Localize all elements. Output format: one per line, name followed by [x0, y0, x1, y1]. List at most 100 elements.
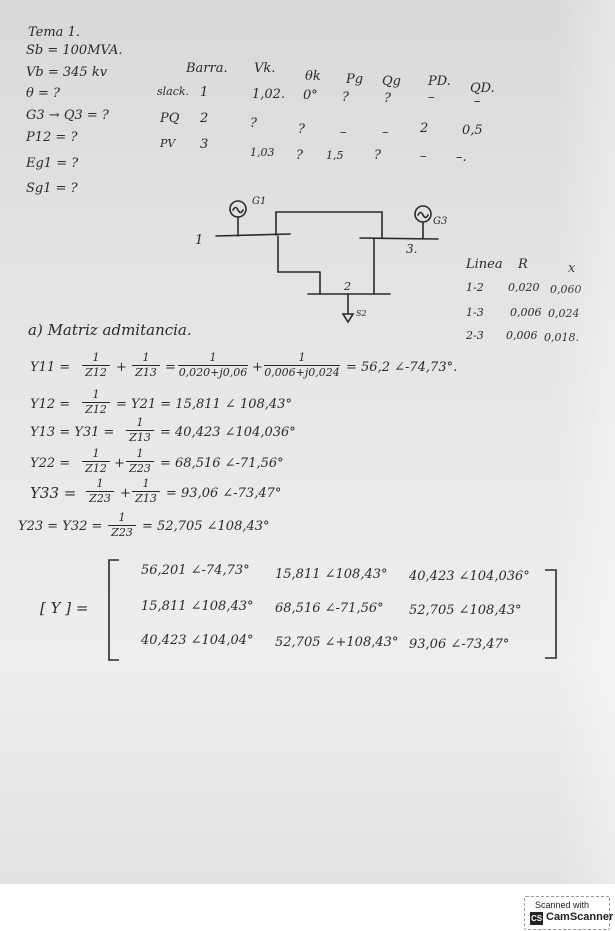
line-table-header: Linea — [466, 257, 503, 272]
bus-table-header: Barra. — [186, 61, 228, 76]
matrix-label: [ Y ] = — [40, 599, 89, 617]
bus-cell: ? — [298, 122, 305, 137]
eq5-result: = 93,06 ∠-73,47° — [166, 486, 282, 501]
bus-cell: ? — [250, 116, 257, 131]
eq5-operator: + — [120, 486, 131, 501]
bus-cell: 1,02. — [252, 87, 286, 102]
bus-3-bar — [359, 237, 439, 240]
matrix-cell: 40,423 ∠104,04° — [141, 633, 254, 648]
bus-cell: 1,03 — [250, 146, 275, 159]
bus-cell: ? — [374, 148, 381, 163]
bus-cell: 2 — [420, 121, 429, 136]
eq4-result: = 68,516 ∠-71,56° — [160, 456, 284, 471]
line-table-cell: 1-3 — [466, 306, 484, 319]
eq1-operator: = — [165, 360, 176, 375]
line-table-cell: 0,020 — [508, 281, 540, 294]
bus-number: 2 — [200, 111, 209, 126]
bus-number: 3 — [200, 137, 209, 152]
eq3-lhs: Y13 = Y31 = — [30, 425, 115, 440]
gen3-label: G3 — [433, 216, 447, 227]
generator-3-wave-icon — [417, 211, 429, 219]
line-table-cell: 0,060 — [550, 283, 582, 296]
eq4-lhs: Y22 = — [30, 456, 71, 471]
given-line: Sg1 = ? — [26, 181, 78, 196]
gen1-label: G1 — [252, 196, 266, 207]
single-line-diagram: G1 G3 1 2 3. S2 — [195, 196, 447, 324]
given-line: P12 = ? — [26, 130, 78, 145]
matrix-cell: 52,705 ∠108,43° — [409, 603, 522, 618]
bus-table-header: Pg — [346, 72, 364, 87]
line-table-cell: 0,006 — [510, 306, 542, 319]
given-line: Sb = 100MVA. — [26, 43, 123, 58]
notebook-page: Tema 1. Sb = 100MVA. Vb = 345 kv θ = ? G… — [0, 0, 615, 884]
bus-number: 1 — [200, 85, 209, 100]
line-table-cell: 2-3 — [466, 329, 484, 342]
bus-cell: ? — [342, 90, 349, 105]
bus2-label: 2 — [343, 280, 351, 293]
bus-type: PQ — [160, 111, 180, 126]
given-line: G3 → Q3 = ? — [26, 108, 109, 123]
section-a-title: a) Matriz admitancia. — [28, 321, 192, 339]
matrix-cell: 52,705 ∠+108,43° — [275, 635, 399, 650]
bus-table-header: PD. — [428, 74, 451, 89]
bus-1-bar — [215, 233, 291, 237]
eq2-result: = Y21 = 15,811 ∠ 108,43° — [116, 397, 292, 412]
line-table-cell: 0,006 — [506, 329, 538, 342]
bus-table-header: θk — [305, 69, 321, 84]
eq3-result: = 40,423 ∠104,036° — [160, 425, 296, 440]
line-table-header: x — [568, 261, 576, 276]
given-line: θ = ? — [26, 86, 60, 101]
matrix-cell: 15,811 ∠108,43° — [275, 567, 388, 582]
bus-cell: – — [382, 125, 389, 140]
given-line: Eg1 = ? — [26, 156, 79, 171]
bus-cell: 1,5 — [326, 149, 344, 162]
bus1-label: 1 — [195, 233, 203, 248]
line-table-cell: 1-2 — [466, 281, 484, 294]
eq1-operator: + — [116, 360, 127, 375]
bus-cell: –. — [456, 150, 467, 165]
camscanner-watermark: Scanned with CS CamScanner — [524, 896, 614, 930]
eq4-operator: + — [114, 456, 125, 471]
load-arrow-icon — [341, 313, 355, 324]
line-table-cell: 0,024 — [548, 307, 580, 320]
admittance-matrix: 56,201 ∠-74,73° 15,811 ∠108,43° 40,423 ∠… — [105, 558, 560, 663]
bus-type: PV — [160, 137, 176, 150]
bus-cell: – — [474, 94, 481, 109]
camscanner-logo-icon: CS — [530, 912, 543, 925]
line-table-cell: 0,018. — [544, 331, 579, 344]
load-label: S2 — [356, 309, 367, 318]
eq1-lhs: Y11 = — [30, 360, 71, 375]
bus-cell: – — [420, 149, 427, 164]
bus-cell: ? — [296, 148, 303, 163]
bus-cell: ? — [384, 91, 391, 106]
camscanner-name: CamScanner — [546, 911, 614, 923]
bus3-label: 3. — [406, 242, 417, 256]
matrix-cell: 40,423 ∠104,036° — [409, 569, 530, 584]
given-line: Vb = 345 kv — [26, 65, 108, 80]
bus-table-header: Qg — [382, 74, 401, 89]
line-table-header: R — [518, 257, 528, 272]
bus-cell: – — [340, 125, 347, 140]
page-title: Tema 1. — [28, 25, 80, 40]
matrix-cell: 15,811 ∠108,43° — [141, 599, 254, 614]
eq6-result: = 52,705 ∠108,43° — [142, 519, 270, 534]
bus-table-header: QD. — [470, 81, 495, 96]
eq2-lhs: Y12 = — [30, 397, 71, 412]
bus-cell: 0° — [303, 88, 318, 103]
eq6-lhs: Y23 = Y32 = — [18, 519, 103, 534]
bus-cell: – — [428, 90, 435, 105]
eq1-operator: + — [252, 360, 263, 375]
matrix-cell: 93,06 ∠-73,47° — [409, 637, 510, 652]
bus-table-header: Vk. — [254, 61, 276, 76]
left-bracket — [108, 559, 119, 661]
